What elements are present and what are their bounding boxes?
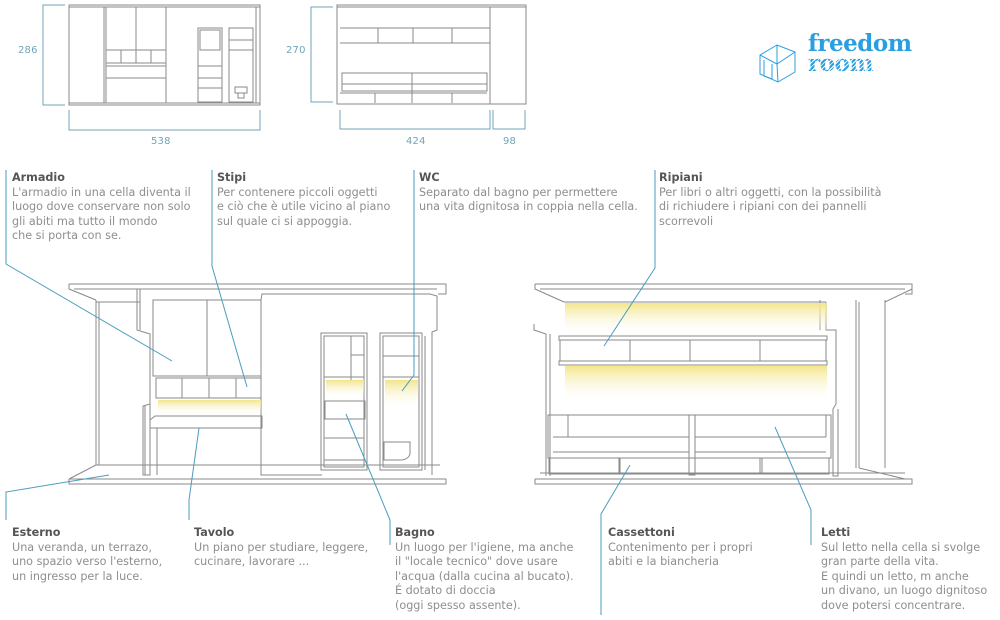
annotation-bagno: Bagno Un luogo per l'igiene, ma anche il… <box>395 526 574 614</box>
annotation-title: Bagno <box>395 526 435 539</box>
annotation-body: Contenimento per i propri abiti e la bia… <box>608 540 753 569</box>
annotation-cassettoni: Cassettoni Contenimento per i propri abi… <box>608 526 753 570</box>
plan-left-width-label: 538 <box>151 136 171 147</box>
light-glow-wc <box>385 380 418 408</box>
leader-tavolo <box>188 427 200 520</box>
leader-lines <box>5 170 812 615</box>
leader-armadio <box>5 170 173 362</box>
annotation-tavolo: Tavolo Un piano per studiare, leggere, c… <box>194 526 368 570</box>
annotation-esterno: Esterno Una veranda, un terrazo, uno spa… <box>12 526 162 584</box>
annotation-letti: Letti Sul letto nella cella si svolge gr… <box>821 526 987 614</box>
light-glow-desk <box>158 400 261 415</box>
annotation-stipi: Stipi Per contenere piccoli oggetti e ci… <box>217 171 390 229</box>
leader-wc <box>401 170 415 392</box>
annotation-wc: WC Separato dal bagno per permettere una… <box>419 171 638 215</box>
leader-cassettoni <box>600 464 631 615</box>
light-glow-lower <box>565 366 827 402</box>
plan-right-width-side-label: 98 <box>503 136 517 147</box>
section-left <box>68 283 447 485</box>
annotation-body: Separato dal bagno per permettere una vi… <box>419 185 638 214</box>
leader-esterno <box>5 474 110 520</box>
plan-right-width-main-label: 424 <box>406 136 426 147</box>
brand-logo: freedom room <box>808 32 912 75</box>
leader-letti <box>774 426 812 545</box>
light-glow-bath <box>326 380 364 398</box>
plan-right-height-label: 270 <box>286 45 306 56</box>
annotation-body: Sul letto nella cella si svolge gran par… <box>821 540 988 612</box>
plan-left <box>68 4 261 106</box>
brand-line1: freedom <box>808 30 912 57</box>
annotation-title: Letti <box>821 526 851 539</box>
annotation-body: Una veranda, un terrazo, uno spazio vers… <box>12 540 163 583</box>
leader-ripiani <box>603 170 656 347</box>
plan-right-dimension-lines <box>310 6 526 130</box>
annotation-title: Cassettoni <box>608 526 675 539</box>
logo-cube-icon <box>759 44 796 83</box>
plan-left-height-label: 286 <box>18 45 38 56</box>
leader-bagno <box>345 413 391 545</box>
annotation-title: Stipi <box>217 171 247 184</box>
annotation-body: Per libri o altri oggetti, con la possib… <box>659 185 882 228</box>
leader-stipi <box>211 170 248 388</box>
annotation-body: Per contenere piccoli oggetti e ciò che … <box>217 185 391 228</box>
annotation-armadio: Armadio L'armadio in una cella diventa i… <box>12 171 191 244</box>
annotation-title: WC <box>419 171 440 184</box>
annotation-title: Tavolo <box>194 526 235 539</box>
annotation-body: Un luogo per l'igiene, ma anche il "loca… <box>395 540 574 612</box>
section-right <box>533 283 913 485</box>
annotation-title: Esterno <box>12 526 61 539</box>
light-glow-upper <box>565 303 827 335</box>
annotation-body: L'armadio in una cella diventa il luogo … <box>12 185 191 243</box>
annotation-title: Ripiani <box>659 171 703 184</box>
annotation-body: Un piano per studiare, leggere, cucinare… <box>194 540 369 569</box>
plan-right <box>336 4 527 105</box>
plan-left-dimension-lines <box>42 4 261 131</box>
annotation-title: Armadio <box>12 171 65 184</box>
annotation-ripiani: Ripiani Per libri o altri oggetti, con l… <box>659 171 881 229</box>
brand-line2: room <box>808 52 912 75</box>
